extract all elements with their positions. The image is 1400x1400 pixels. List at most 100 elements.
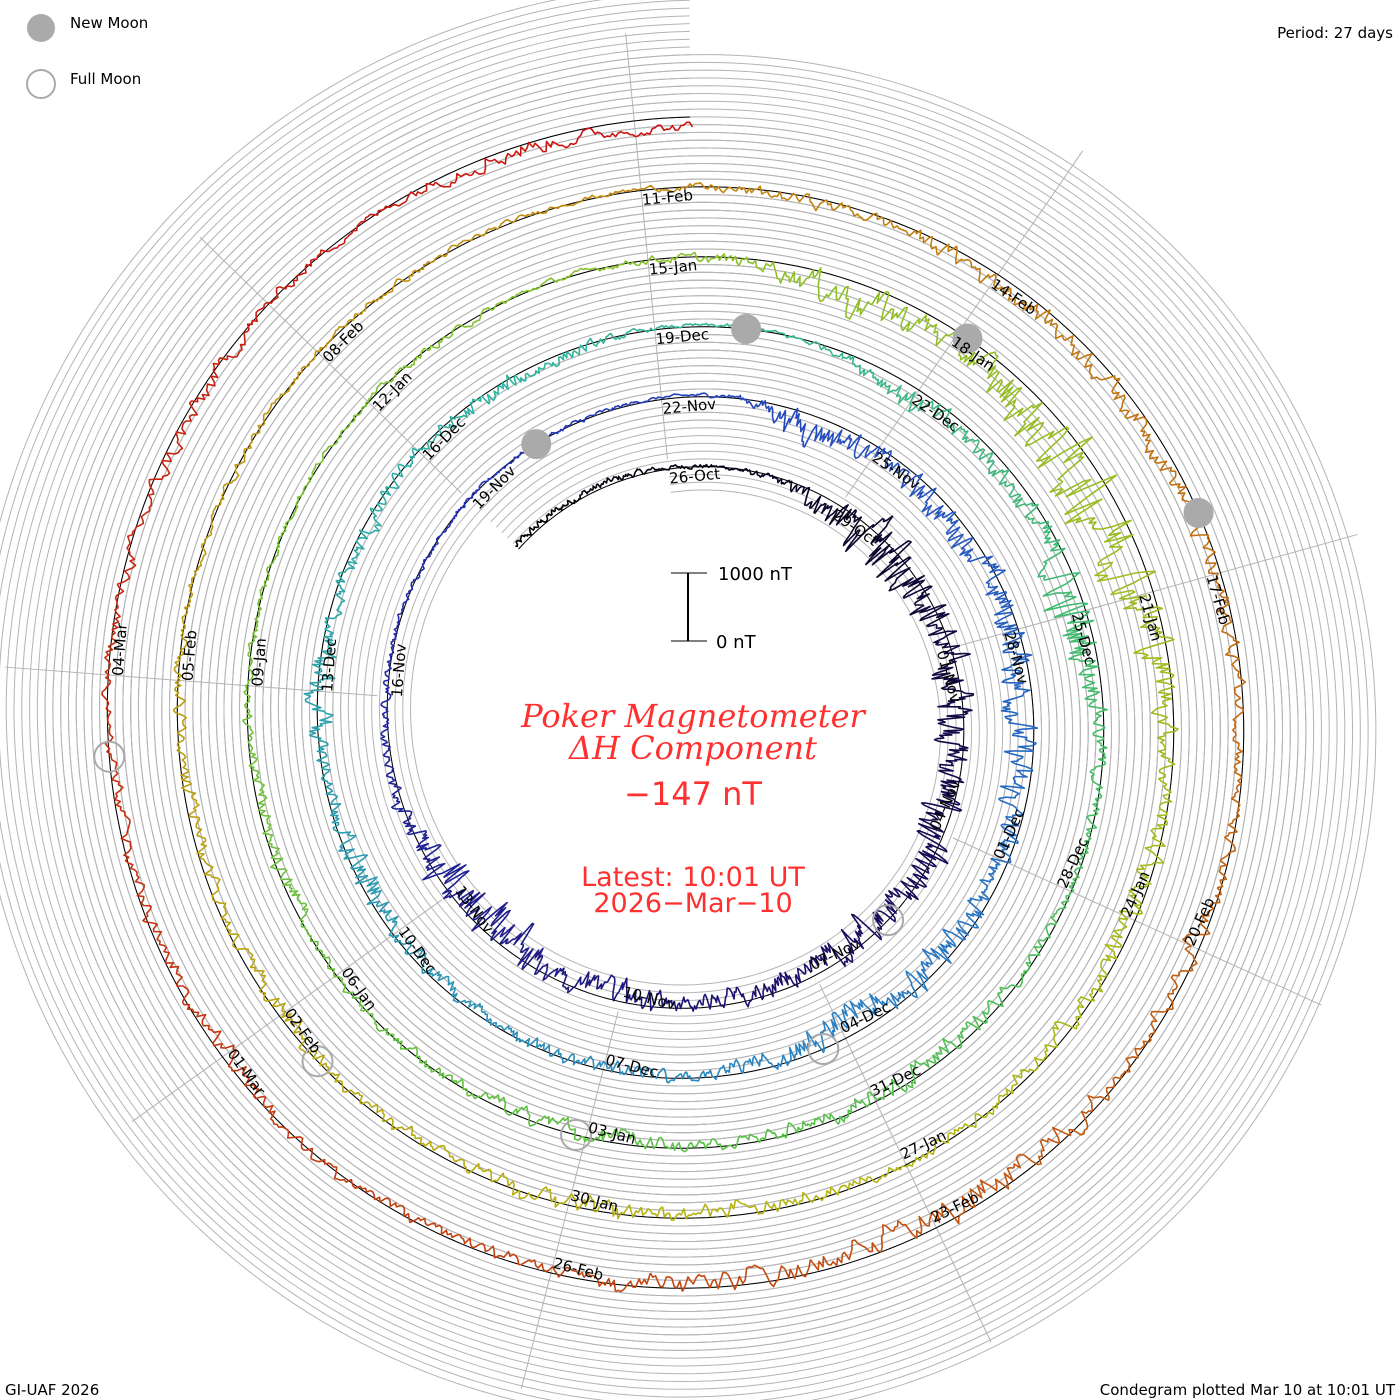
trace-segment (850, 913, 883, 941)
trace-segment (188, 562, 203, 592)
date-spoke (131, 899, 443, 1123)
trace-segment (1044, 309, 1066, 341)
trace-segment (199, 533, 212, 564)
trace-segment (649, 1272, 684, 1292)
trace-segment (880, 290, 909, 325)
trace-segment (788, 407, 807, 435)
trace-segment (247, 737, 258, 764)
trace-segment (101, 674, 112, 710)
trace-segment (916, 822, 948, 853)
trace-segment (210, 504, 220, 535)
date-spoke (819, 984, 992, 1343)
trace-segment (570, 1193, 597, 1213)
trace-segment (493, 1094, 518, 1116)
trace-segment (309, 669, 336, 692)
trace-segment (864, 540, 912, 566)
trace-segment (385, 766, 397, 786)
date-label: 04-Dec (837, 998, 893, 1037)
trace-segment (682, 464, 699, 470)
trace-segment (942, 926, 969, 948)
trace-segment (443, 889, 481, 908)
trace-segment (324, 606, 343, 628)
trace-segment (687, 996, 705, 1012)
trace-segment (825, 1182, 854, 1197)
trace-segment (1016, 1057, 1041, 1079)
trace-segment (523, 1037, 546, 1050)
trace-segment (111, 776, 124, 811)
date-label: 01-Dec (990, 806, 1029, 862)
trace-segment (310, 1157, 338, 1180)
trace-segment (653, 989, 673, 1009)
trace-segment (479, 474, 496, 487)
trace-segment (700, 253, 730, 263)
trace-segment (985, 1167, 1014, 1192)
trace-segment (1225, 634, 1240, 668)
trace-segment (1144, 837, 1166, 867)
trace-segment (921, 504, 946, 520)
trace-segment (1039, 1034, 1059, 1061)
trace-segment (110, 606, 121, 643)
date-label: 15-Jan (648, 256, 698, 279)
trace-segment (600, 131, 637, 139)
trace-segment (538, 1115, 566, 1125)
trace-segment (900, 873, 928, 889)
trace-segment (957, 1021, 969, 1050)
grid-spiral-line (0, 0, 1369, 1400)
trace-segment (244, 1078, 268, 1108)
date-label: 25-Nov (869, 448, 924, 493)
trace-segment (890, 384, 917, 405)
trace-segment (546, 506, 561, 517)
trace-segment (919, 604, 950, 622)
baseline-spiral (106, 116, 1245, 1289)
zero-baseline (106, 116, 1245, 1289)
trace-segment (188, 387, 210, 418)
trace-segment (526, 362, 548, 378)
trace-segment (883, 219, 916, 237)
trace-segment (405, 181, 437, 202)
trace-segment (1228, 793, 1241, 826)
full-moon-marker (872, 904, 905, 937)
trace-segment (999, 839, 1012, 864)
trace-segment (897, 1215, 932, 1239)
trace-segment (334, 975, 355, 995)
trace-segment (697, 463, 714, 469)
trace-segment (778, 270, 808, 288)
trace-segment (936, 243, 971, 265)
trace-segment (741, 467, 758, 476)
trace-segment (918, 811, 944, 833)
trace-segment (827, 285, 850, 319)
trace-segment (712, 1199, 741, 1218)
trace-segment (586, 333, 610, 347)
trace-segment (596, 477, 612, 489)
trace-segment (471, 901, 508, 932)
date-label: 27-Jan (898, 1126, 949, 1163)
trace-segment (464, 891, 486, 921)
trace-segment (473, 1002, 489, 1022)
trace-segment (610, 474, 626, 483)
trace-segment (702, 184, 735, 194)
trace-segment (874, 446, 893, 470)
trace-segment (1092, 519, 1134, 548)
trace-segment (914, 229, 939, 256)
trace-segment (1182, 915, 1211, 947)
trace-segment (376, 486, 393, 506)
trace-segment (726, 1058, 748, 1074)
trace-segment (961, 1179, 987, 1212)
trace-segment (783, 479, 798, 493)
trace-segment (303, 690, 327, 714)
moon-markers (93, 313, 1214, 1151)
trace-segment (805, 495, 823, 515)
trace-segment (998, 468, 1016, 493)
trace-segment (373, 200, 407, 216)
trace-segment (709, 1138, 736, 1151)
trace-segment (494, 293, 519, 308)
trace-segment (1110, 914, 1129, 946)
trace-segment (635, 124, 670, 138)
latest-date: 2026−Mar−10 (593, 888, 792, 919)
trace-segment (872, 1078, 895, 1101)
trace-segment (331, 818, 357, 837)
trace-segment (847, 290, 888, 320)
trace-segment (997, 797, 1024, 825)
trace-segment (104, 708, 114, 745)
trace-segment (211, 882, 227, 912)
